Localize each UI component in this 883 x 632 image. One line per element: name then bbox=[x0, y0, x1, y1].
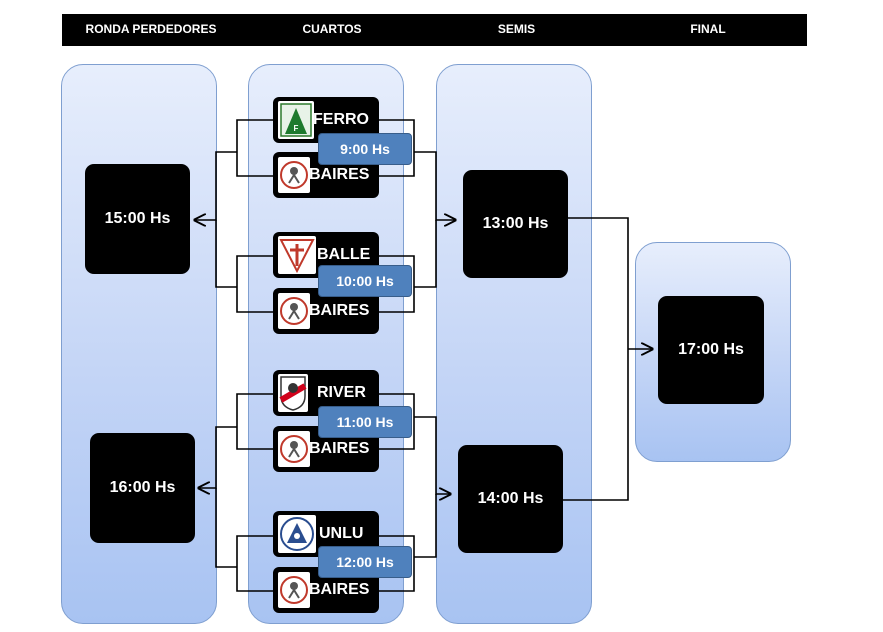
semis-slot-2: 14:00 Hs bbox=[458, 445, 563, 553]
perdedores-slot-1: 15:00 Hs bbox=[85, 164, 190, 274]
header-bar: RONDA PERDEDORES CUARTOS SEMIS FINAL bbox=[62, 14, 807, 46]
match-time-badge: 9:00 Hs bbox=[318, 133, 412, 165]
svg-text:F: F bbox=[294, 124, 299, 133]
baires-crest-icon bbox=[278, 157, 310, 193]
team-box-river: RIVER bbox=[273, 370, 379, 416]
team-name-baires: BAIRES bbox=[309, 440, 370, 457]
ferro-crest-icon: F bbox=[278, 101, 314, 139]
header-semis: SEMIS bbox=[497, 22, 536, 36]
baires-crest-icon bbox=[278, 572, 310, 608]
team-name-baires: BAIRES bbox=[309, 581, 370, 598]
team-name-unlu: UNLU bbox=[319, 525, 364, 542]
header-final: FINAL bbox=[690, 22, 726, 36]
team-name-balle: BALLE bbox=[317, 246, 371, 263]
semis-slot-1: 13:00 Hs bbox=[463, 170, 568, 278]
river-crest-icon bbox=[278, 374, 308, 412]
baires-crest-icon bbox=[278, 431, 310, 467]
match-time-badge: 10:00 Hs bbox=[318, 265, 412, 297]
header-perdedores: RONDA PERDEDORES bbox=[85, 22, 217, 36]
header-cuartos: CUARTOS bbox=[302, 22, 362, 36]
team-name-baires: BAIRES bbox=[309, 166, 370, 183]
team-name-baires: BAIRES bbox=[309, 302, 370, 319]
team-name-river: RIVER bbox=[317, 384, 366, 401]
team-name-ferro: FERRO bbox=[313, 111, 369, 128]
baires-crest-icon bbox=[278, 293, 310, 329]
team-box-baires-2: BAIRES bbox=[273, 288, 379, 334]
match-time-badge: 12:00 Hs bbox=[318, 546, 412, 578]
unlu-crest-icon bbox=[278, 515, 316, 553]
velez-crest-icon bbox=[278, 236, 316, 274]
match-time-badge: 11:00 Hs bbox=[318, 406, 412, 438]
perdedores-slot-2: 16:00 Hs bbox=[90, 433, 195, 543]
final-slot: 17:00 Hs bbox=[658, 296, 764, 404]
